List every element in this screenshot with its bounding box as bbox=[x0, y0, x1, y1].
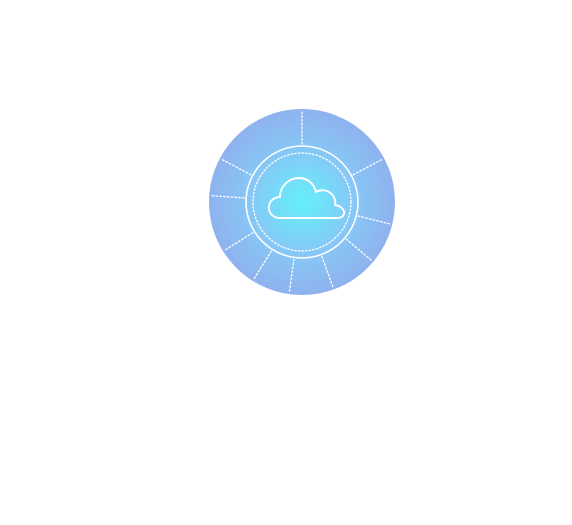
spoke-line bbox=[220, 158, 252, 176]
cloud-badge-graphic bbox=[209, 109, 395, 295]
inner-ring bbox=[245, 145, 359, 259]
cloud-icon bbox=[267, 177, 346, 219]
spoke-line bbox=[321, 255, 335, 290]
spoke-line bbox=[357, 215, 392, 225]
inner-dotted-ring bbox=[252, 152, 352, 252]
outer-disc bbox=[209, 109, 395, 295]
cloud-badge bbox=[208, 108, 396, 296]
spoke-line bbox=[252, 250, 272, 281]
spoke-line bbox=[288, 258, 295, 294]
spoke-line bbox=[223, 232, 254, 252]
spoke-line bbox=[209, 194, 245, 199]
spoke-line bbox=[352, 158, 384, 176]
dotted-spokes bbox=[209, 109, 392, 294]
spoke-line bbox=[345, 238, 374, 262]
